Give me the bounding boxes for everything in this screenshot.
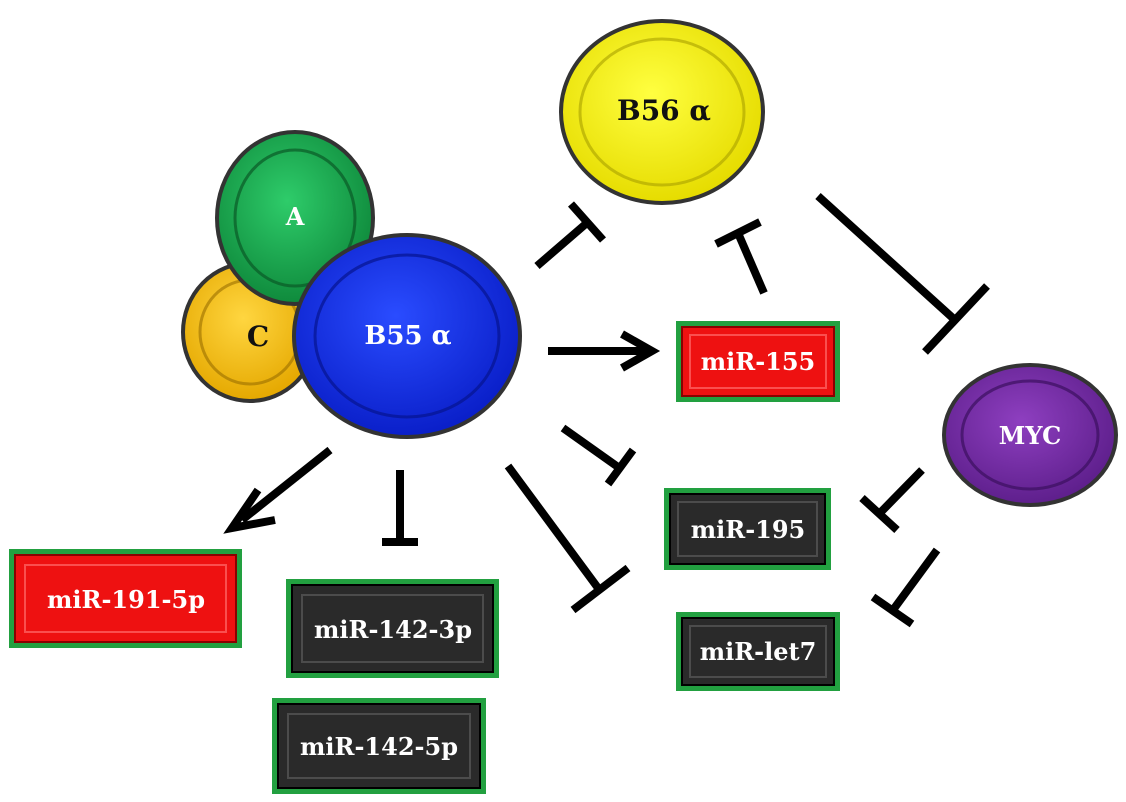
node-b55[interactable]: B55 α (292, 233, 522, 439)
edge-myc-inhibits-let7 (870, 547, 941, 628)
edge-b55-inhibits-mir142 (382, 470, 418, 546)
mir155-label: miR-155 (701, 347, 816, 376)
mirna-box-mir191[interactable]: miR-191-5p (9, 549, 242, 648)
node-b56-label: B56 α (617, 94, 711, 127)
mirna-box-mir155[interactable]: miR-155 (676, 321, 840, 402)
edge-b55-to-mir155 (548, 330, 661, 372)
edge-myc-inhibits-mir195 (859, 467, 925, 533)
node-b56[interactable]: B56 α (559, 19, 765, 205)
mir142-5p-label: miR-142-5p (300, 732, 458, 761)
edge-b55-inhibits-mir195 (560, 424, 637, 487)
mir191-label: miR-191-5p (47, 585, 205, 614)
mir142-3p-label: miR-142-3p (314, 615, 472, 644)
edge-b55-inhibits-let7 (504, 463, 631, 614)
edge-b55-to-mir191 (223, 446, 333, 534)
node-c-label: C (247, 320, 269, 353)
node-a-label: A (285, 202, 305, 231)
edge-b55-inhibits-b56 (534, 201, 606, 270)
node-myc[interactable]: MYC (942, 363, 1118, 507)
mirna-box-mir142-5p[interactable]: miR-142-5p (272, 698, 486, 794)
let7-label: miR-let7 (700, 637, 817, 666)
edge-mir155-inhibits-b56 (714, 218, 768, 295)
mirna-box-mir195[interactable]: miR-195 (664, 488, 831, 570)
mirna-box-let7[interactable]: miR-let7 (676, 612, 840, 691)
mir195-label: miR-195 (691, 515, 806, 544)
node-b55-label: B55 α (364, 321, 451, 351)
edges (223, 193, 990, 628)
mirna-box-mir142-3p[interactable]: miR-142-3p (286, 579, 499, 678)
edge-b56-inhibits-myc (815, 193, 990, 355)
node-myc-label: MYC (999, 421, 1061, 450)
